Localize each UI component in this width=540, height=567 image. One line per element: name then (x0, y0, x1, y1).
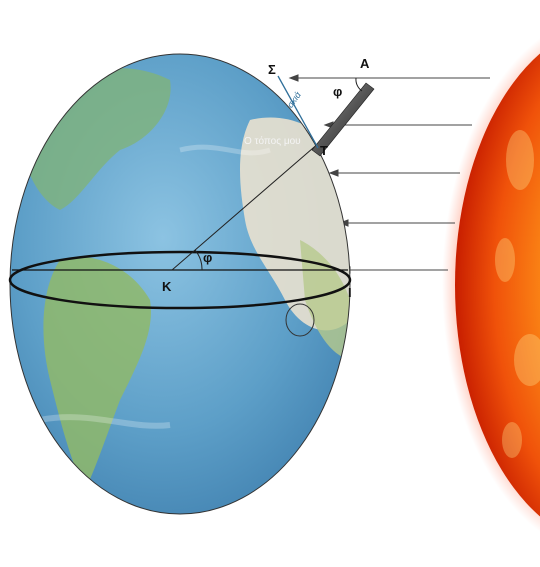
gnomon-rod-icon (311, 82, 375, 157)
sun-rays (288, 74, 490, 274)
center-angle-arc (194, 249, 203, 271)
earth-globe-icon (9, 53, 351, 515)
label-phi-top: φ (333, 84, 342, 99)
sun-icon (442, 37, 540, 533)
shadow-line (277, 75, 319, 149)
equator-ellipse (8, 250, 352, 310)
label-iota: Ι (348, 285, 352, 300)
location-circle-marker (285, 303, 315, 337)
label-tau: Τ (320, 143, 328, 158)
label-alpha: Α (360, 56, 370, 71)
top-angle-arc (355, 77, 363, 92)
label-sigma: Σ (268, 62, 276, 77)
label-phi-center: φ (203, 250, 212, 265)
latitude-line (171, 141, 321, 271)
label-my-place: Ο τόπος μου (244, 135, 301, 147)
label-kappa: Κ (162, 279, 172, 294)
